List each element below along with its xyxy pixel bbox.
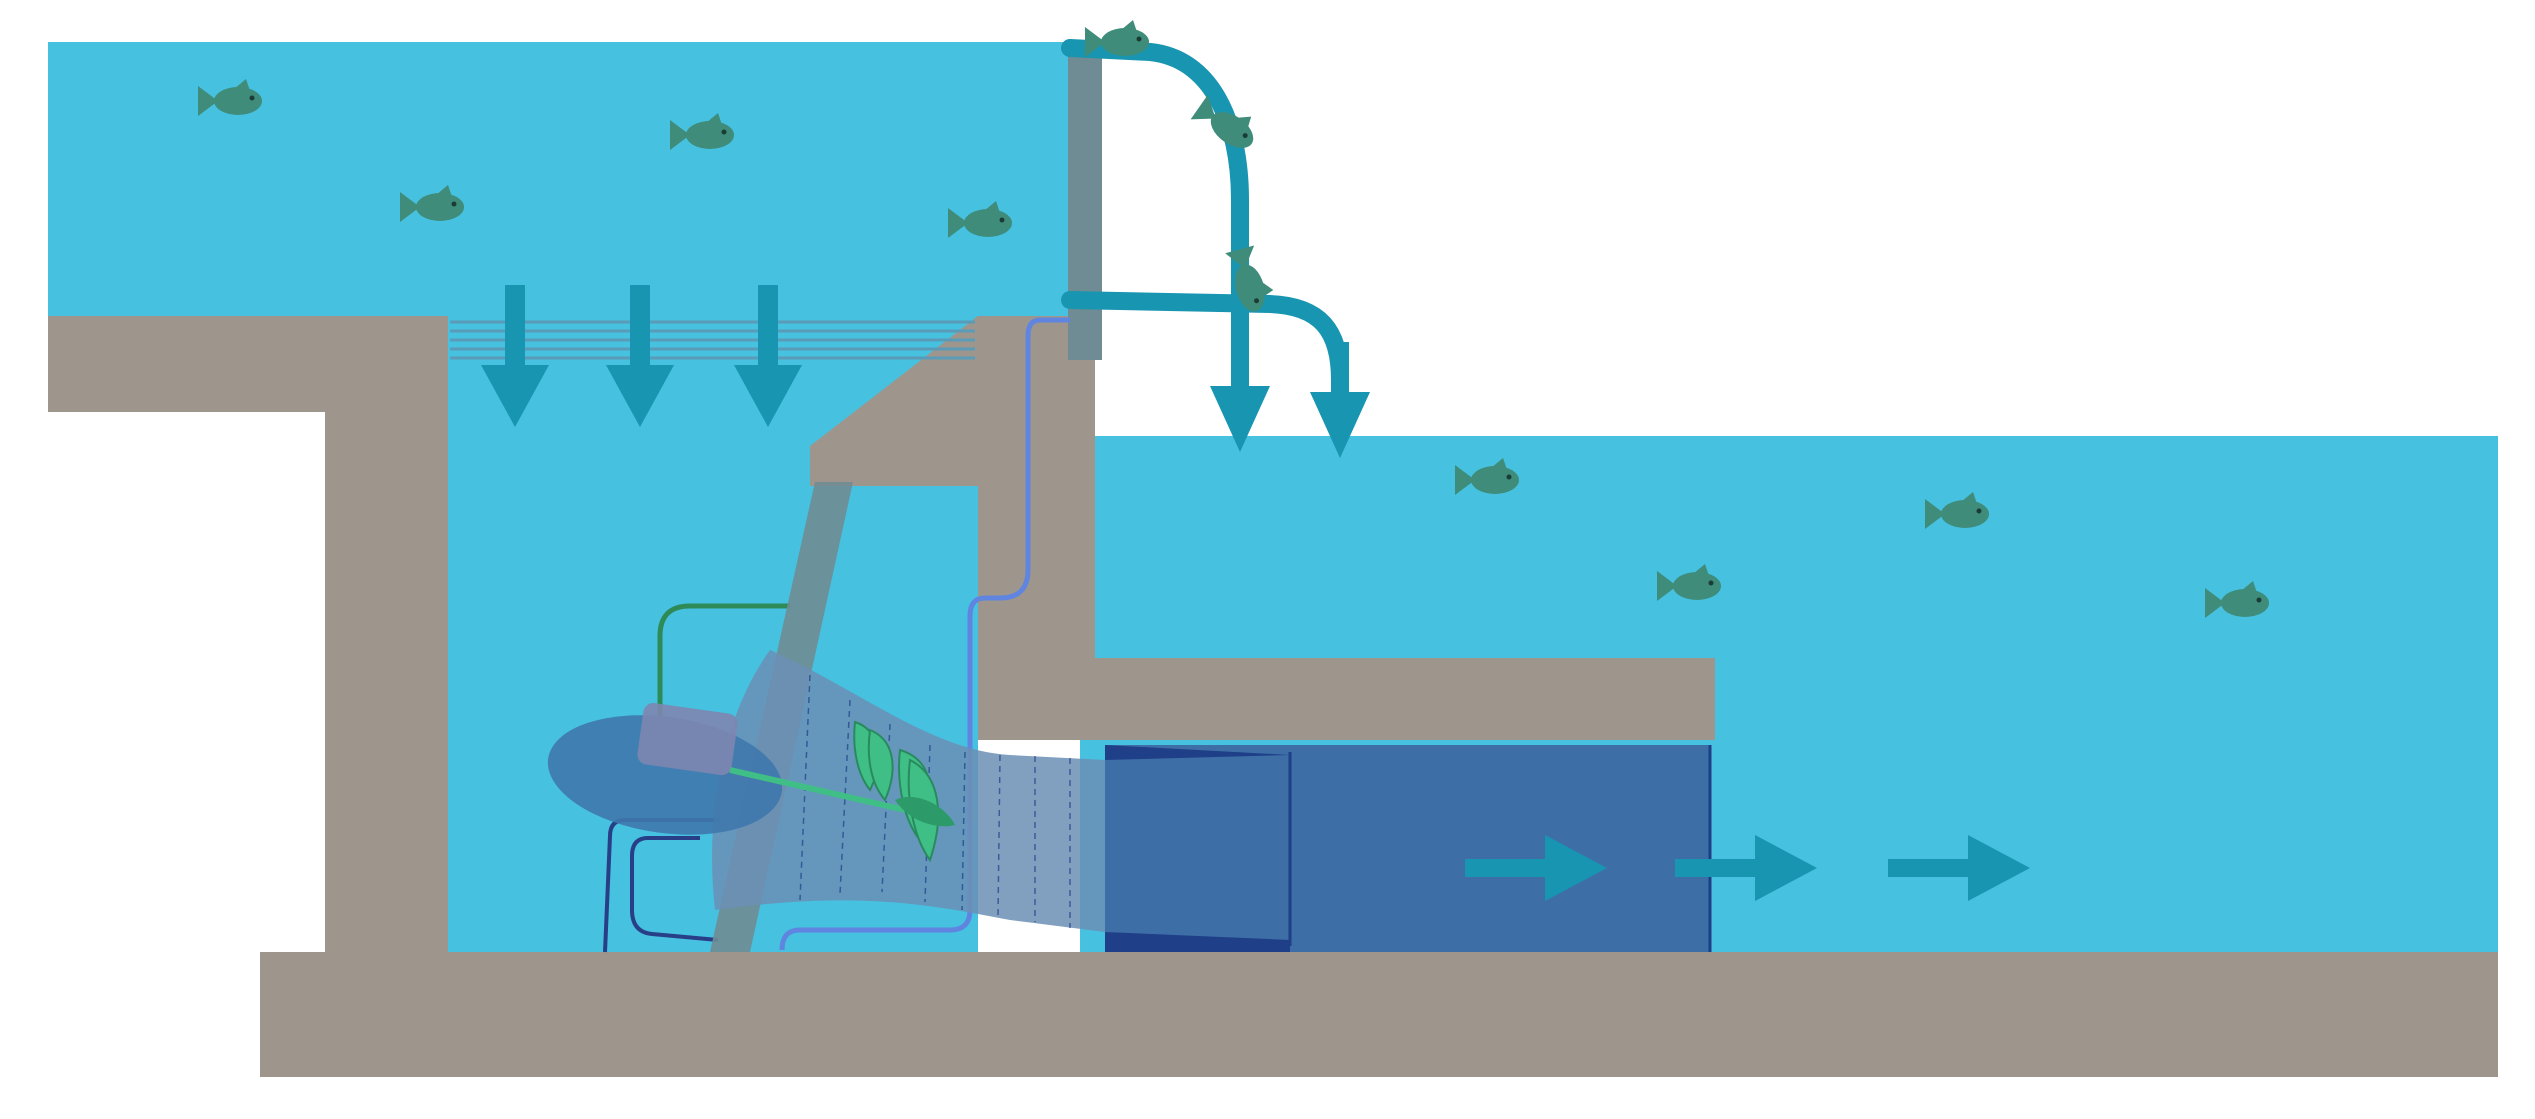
intake-flow-arrows [481,285,802,427]
cables [603,317,1070,953]
turbine-assembly [547,482,1712,952]
intake-roof-slab [810,316,1715,740]
arrow-down-icon [606,285,674,427]
draft-tube [1105,745,1710,952]
turbine-shaft [729,767,906,813]
cable-green [657,603,790,720]
turbine-runner-icon [853,720,955,863]
arrow-right-icon [1675,835,1817,901]
outflow-arrows [1465,835,2030,901]
left-abutment [48,316,448,952]
bypass-pipe-upper [1061,39,1249,399]
gate-post [1068,42,1102,360]
cable-blue [779,317,1070,951]
arrow-down-icon [1210,330,1270,452]
arrow-down-icon [734,285,802,427]
cable-navy-inner [630,836,719,942]
arrow-down-icon [481,285,549,427]
foundation-base [260,952,2498,1077]
generator-core [637,703,738,776]
bypass-pipe-lower [1061,291,1349,411]
headwater-reservoir [48,42,1070,316]
bypass-outflow-arrows [1210,330,1370,458]
dam-structure [48,316,2498,1077]
arrow-down-icon [1310,342,1370,458]
draft-tube-bottom-edge [1105,932,1290,952]
draft-tube-top-edge [1105,745,1290,760]
trash-rack [450,320,975,360]
arrow-right-icon [1465,835,1607,901]
arrow-right-icon [1888,835,2030,901]
casing-segment-lines [799,674,1071,928]
